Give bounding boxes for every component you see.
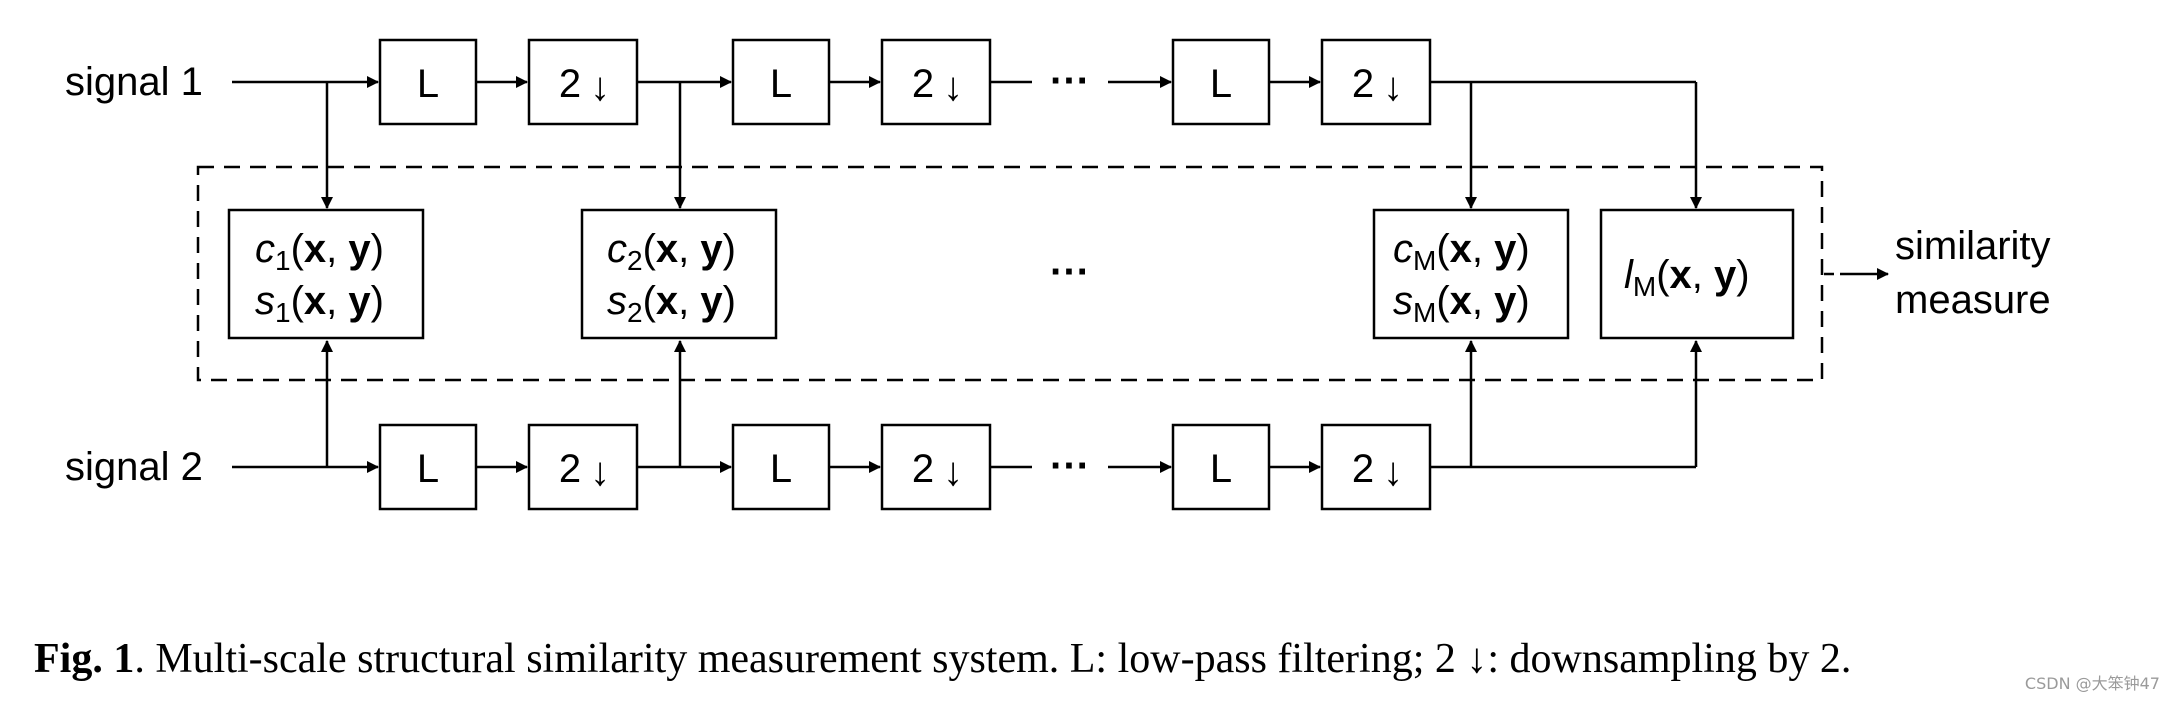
svg-text:2: 2 bbox=[912, 447, 934, 491]
down-arrow-icon: ↓ bbox=[943, 65, 963, 109]
lowpass-block-top-m: L bbox=[1171, 38, 1271, 126]
down-arrow-icon: ↓ bbox=[590, 65, 610, 109]
svg-text:lM(x, y): lM(x, y) bbox=[1624, 253, 1750, 302]
lowpass-block-top-1: L bbox=[378, 38, 478, 126]
svg-text:sM(x, y): sM(x, y) bbox=[1393, 279, 1530, 328]
svg-text:L: L bbox=[1210, 62, 1232, 106]
downsample-block-bottom-1: 2 ↓ bbox=[527, 423, 639, 511]
top-chain-arrows bbox=[232, 76, 1702, 209]
watermark: CSDN @大笨钟47 bbox=[2024, 674, 2160, 693]
bottom-chain-arrows bbox=[232, 340, 1702, 473]
downsample-block-bottom-2: 2 ↓ bbox=[880, 423, 992, 511]
svg-text:L: L bbox=[417, 62, 439, 106]
svg-text:2: 2 bbox=[912, 62, 934, 106]
svg-text:s1(x, y): s1(x, y) bbox=[255, 279, 384, 328]
lowpass-block-bottom-1: L bbox=[378, 423, 478, 511]
comparison-box-scale-m: cM(x, y) sM(x, y) bbox=[1372, 208, 1570, 340]
luminance-box-scale-m: lM(x, y) bbox=[1599, 208, 1795, 340]
down-arrow-icon: ↓ bbox=[1383, 65, 1403, 109]
down-arrow-icon: ↓ bbox=[1383, 450, 1403, 494]
similarity-measure-label-line-2: measure bbox=[1895, 278, 2051, 322]
comparison-box-scale-2: c2(x, y) s2(x, y) bbox=[580, 208, 778, 340]
ellipsis-middle: ··· bbox=[1050, 250, 1090, 294]
svg-text:c2(x, y): c2(x, y) bbox=[607, 227, 736, 276]
svg-text:cM(x, y): cM(x, y) bbox=[1393, 227, 1530, 276]
svg-text:L: L bbox=[417, 447, 439, 491]
down-arrow-icon: ↓ bbox=[943, 450, 963, 494]
ellipsis-top: ··· bbox=[1050, 59, 1090, 103]
svg-text:2: 2 bbox=[559, 62, 581, 106]
svg-text:2: 2 bbox=[559, 447, 581, 491]
svg-text:L: L bbox=[770, 62, 792, 106]
signal-1-label: signal 1 bbox=[65, 60, 203, 104]
downsample-block-top-1: 2 ↓ bbox=[527, 38, 639, 126]
signal-2-label: signal 2 bbox=[65, 445, 203, 489]
similarity-measure-label-line-1: similarity bbox=[1895, 224, 2051, 268]
figure-caption: Fig. 1. Multi-scale structural similarit… bbox=[34, 636, 1851, 682]
downsample-block-bottom-m: 2 ↓ bbox=[1320, 423, 1432, 511]
downsample-block-top-2: 2 ↓ bbox=[880, 38, 992, 126]
svg-text:L: L bbox=[770, 447, 792, 491]
svg-text:2: 2 bbox=[1352, 447, 1374, 491]
svg-text:2: 2 bbox=[1352, 62, 1374, 106]
svg-text:L: L bbox=[1210, 447, 1232, 491]
lowpass-block-bottom-2: L bbox=[731, 423, 831, 511]
svg-text:s2(x, y): s2(x, y) bbox=[607, 279, 736, 328]
lowpass-block-top-2: L bbox=[731, 38, 831, 126]
lowpass-block-bottom-m: L bbox=[1171, 423, 1271, 511]
down-arrow-icon: ↓ bbox=[590, 450, 610, 494]
svg-text:c1(x, y): c1(x, y) bbox=[255, 227, 384, 276]
comparison-box-scale-1: c1(x, y) s1(x, y) bbox=[227, 208, 425, 340]
ellipsis-bottom: ··· bbox=[1050, 444, 1090, 488]
downsample-block-top-m: 2 ↓ bbox=[1320, 38, 1432, 126]
comparison-region bbox=[196, 165, 1824, 382]
